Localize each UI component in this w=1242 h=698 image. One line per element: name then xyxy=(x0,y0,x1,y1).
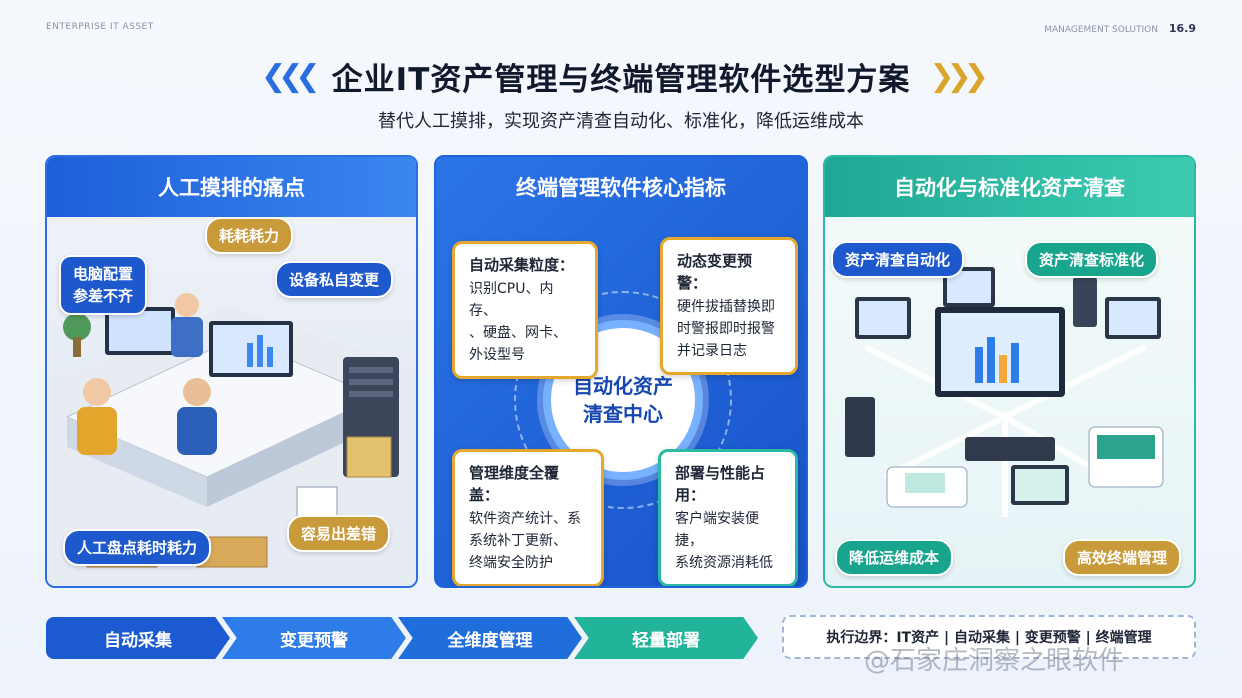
cost-reduction-label: 降低运维成本 xyxy=(835,539,954,576)
flow-step-deploy: 轻量部署 xyxy=(574,617,758,659)
std-inventory-label: 资产清查标准化 xyxy=(1025,241,1159,278)
flow-step-collect: 自动采集 xyxy=(46,617,230,659)
core-metrics-title: 终端管理软件核心指标 xyxy=(516,176,726,200)
auto-inventory-label: 资产清查自动化 xyxy=(831,241,965,278)
pain-points-panel: 人工摸排的痛点 xyxy=(45,155,418,588)
chevron-left-icon: ❮❮❮ xyxy=(261,59,320,94)
metric-card-body: 客户端安装便捷， 系统资源消耗低 xyxy=(675,511,773,571)
error-label: 容易出差错 xyxy=(287,515,391,552)
metric-card-alert: 动态变更预警： 硬件拔插替换即 时警报即时报警 并记录日志 xyxy=(660,237,798,375)
top-right: MANAGEMENT SOLUTION 16.9 xyxy=(1044,22,1196,35)
effort-label: 耗耗耗力 xyxy=(205,217,294,254)
page-number: 16.9 xyxy=(1168,22,1196,35)
manual-inventory-label: 人工盘点耗时耗力 xyxy=(63,529,212,566)
page-title: 企业IT资产管理与终端管理软件选型方案 xyxy=(331,62,911,98)
watermark: @石家庄洞察之眼软件 xyxy=(864,646,1125,676)
efficient-mgmt-label: 高效终端管理 xyxy=(1063,539,1182,576)
page-subtitle: 替代人工摸排，实现资产清查自动化、标准化，降低运维成本 xyxy=(378,111,864,132)
metric-card-body: 软件资产统计、系 系统补丁更新、 终端安全防护 xyxy=(469,511,581,571)
metric-card-collection: 自动采集粒度： 识别CPU、内存、 、硬盘、网卡、 外设型号 xyxy=(452,241,598,379)
office-scene: 耗耗耗力 电脑配置 参差不齐 设备私自变更 容易出差错 人工盘点耗时耗力 xyxy=(47,217,416,586)
title-row: ❮❮❮ 企业IT资产管理与终端管理软件选型方案 ❯❯❯ xyxy=(0,54,1242,99)
top-right-text: MANAGEMENT SOLUTION xyxy=(1044,25,1158,35)
process-flow: 自动采集 变更预警 全维度管理 轻量部署 xyxy=(46,617,758,659)
flow-step-management: 全维度管理 xyxy=(398,617,582,659)
metric-card-coverage: 管理维度全覆盖： 软件资产统计、系 系统补丁更新、 终端安全防护 xyxy=(452,449,604,586)
flow-step-alert: 变更预警 xyxy=(222,617,406,659)
standardized-title: 自动化与标准化资产清查 xyxy=(825,157,1194,217)
top-left-text: ENTERPRISE IT ASSET xyxy=(46,22,154,32)
private-change-label: 设备私自变更 xyxy=(275,261,394,298)
standardized-panel: 自动化与标准化资产清查 xyxy=(823,155,1196,588)
hub-ring xyxy=(514,291,732,509)
metric-card-deployment: 部署与性能占用： 客户端安装便捷， 系统资源消耗低 xyxy=(658,449,798,586)
core-metrics-panel: 终端管理软件核心指标 自动化资产 清查中心 自动采集粒度： 识别CPU、内存、 … xyxy=(434,155,808,588)
config-label: 电脑配置 参差不齐 xyxy=(59,255,148,315)
network-illustration xyxy=(845,267,1164,517)
hub-label: 自动化资产 清查中心 xyxy=(573,374,673,426)
metric-card-body: 识别CPU、内存、 、硬盘、网卡、 外设型号 xyxy=(469,281,567,363)
metric-card-title: 自动采集粒度： xyxy=(469,256,575,274)
execution-boundary: 执行边界：IT资产 | 自动采集 | 变更预警 | 终端管理 xyxy=(782,615,1196,659)
chevron-right-icon: ❯❯❯ xyxy=(929,59,988,94)
metric-card-title: 部署与性能占用： xyxy=(675,464,766,504)
top-bar: ENTERPRISE IT ASSET MANAGEMENT SOLUTION … xyxy=(46,22,1196,36)
network-scene: 资产清查自动化 资产清查标准化 降低运维成本 高效终端管理 xyxy=(825,217,1194,586)
office-illustration xyxy=(47,293,416,586)
metric-card-title: 管理维度全覆盖： xyxy=(469,464,560,504)
pain-points-title: 人工摸排的痛点 xyxy=(47,157,416,217)
metric-card-body: 硬件拔插替换即 时警报即时报警 并记录日志 xyxy=(677,299,775,359)
metric-card-title: 动态变更预警： xyxy=(677,252,753,292)
